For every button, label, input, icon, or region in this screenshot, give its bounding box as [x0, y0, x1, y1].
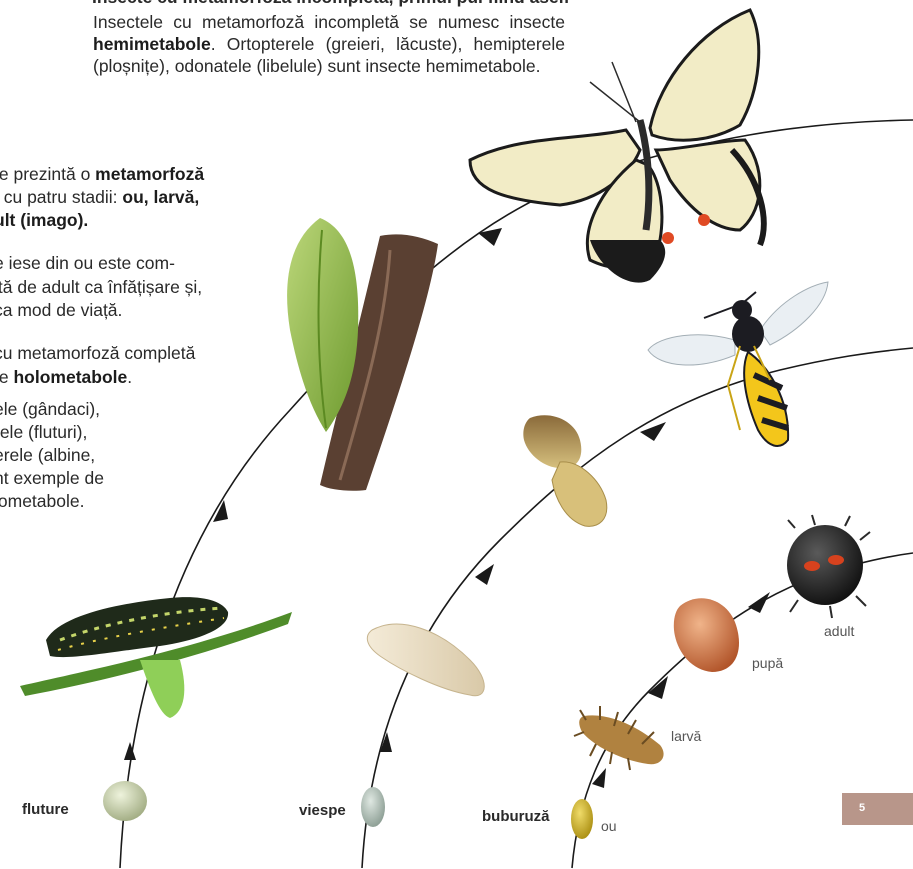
arrow-head — [748, 592, 770, 613]
wasp-egg — [361, 787, 385, 827]
chrysalis-on-twig — [287, 218, 438, 491]
stage-adult: adult — [824, 623, 854, 639]
page-number: 5 — [859, 802, 865, 814]
page-number-tag: 5 — [842, 793, 913, 825]
arrow-head — [475, 564, 494, 585]
butterfly-egg — [103, 781, 147, 821]
label-viespe: viespe — [299, 802, 346, 819]
arrow-head — [592, 768, 606, 788]
wasp-pupa — [523, 415, 606, 526]
ladybug-larva — [574, 706, 664, 770]
arrow-head — [124, 742, 136, 760]
caterpillar — [20, 597, 292, 718]
stage-larva: larvă — [671, 728, 701, 744]
wasp-adult — [648, 282, 828, 446]
ladybug-adult — [787, 515, 870, 618]
stage-pupa: pupă — [752, 655, 783, 671]
stage-ou: ou — [601, 818, 617, 834]
fluture-cycle-curve — [120, 120, 913, 868]
ladybug-pupa — [674, 598, 739, 672]
swallowtail-butterfly — [470, 10, 764, 283]
arrow-head — [648, 676, 668, 699]
ladybug-egg — [571, 799, 593, 839]
wasp-larva — [367, 624, 484, 696]
label-fluture: fluture — [22, 801, 69, 818]
label-buburuza: buburuză — [482, 808, 550, 825]
